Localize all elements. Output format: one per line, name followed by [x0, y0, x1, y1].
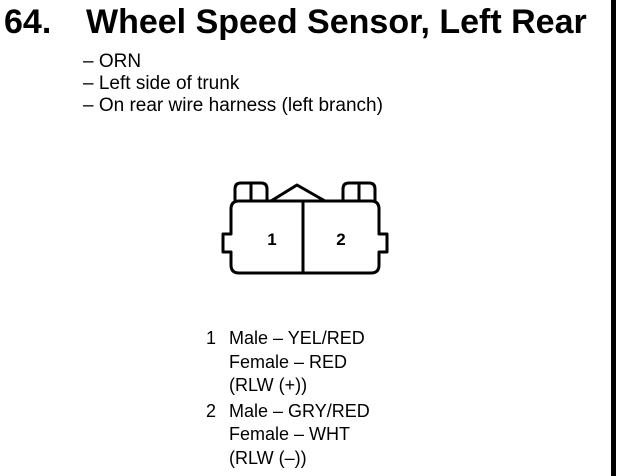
harness-location: – On rear wire harness (left branch) — [83, 95, 383, 116]
connector-face-diagram: 1 2 — [221, 181, 389, 275]
connector-body — [221, 199, 389, 275]
pin-entry: 1 Male – YEL/RED Female – RED (RLW (+)) — [206, 327, 370, 398]
pin-entry: 2 Male – GRY/RED Female – WHT (RLW (–)) — [206, 400, 370, 471]
component-location: – Left side of trunk — [83, 73, 240, 94]
component-details: – ORN – Left side of trunk – On rear wir… — [83, 51, 383, 117]
cavity-label-2: 2 — [336, 230, 345, 249]
connector-color: – ORN — [83, 51, 142, 72]
male-wire-color: Male – YEL/RED — [229, 328, 365, 348]
pin-number: 1 — [206, 328, 217, 348]
female-wire-color: Female – WHT — [229, 424, 351, 444]
component-title: Wheel Speed Sensor, Left Rear — [86, 3, 587, 41]
circuit-name: (RLW (–)) — [229, 447, 307, 468]
keying-chevron — [270, 183, 326, 203]
component-number: 64. — [4, 3, 52, 41]
pin-assignment-list: 1 Male – YEL/RED Female – RED (RLW (+)) … — [206, 327, 370, 470]
male-wire-color: Male – GRY/RED — [229, 400, 370, 421]
pin-wires: Male – YEL/RED Female – RED (RLW (+)) — [229, 327, 365, 398]
pin-wires: Male – GRY/RED Female – WHT (RLW (–)) — [229, 400, 370, 471]
page-edge-rule — [611, 0, 616, 476]
female-wire-color: Female – RED — [229, 351, 348, 372]
circuit-name: (RLW (+)) — [229, 375, 308, 395]
cavity-label-1: 1 — [267, 230, 276, 249]
pin-number: 2 — [206, 400, 217, 421]
